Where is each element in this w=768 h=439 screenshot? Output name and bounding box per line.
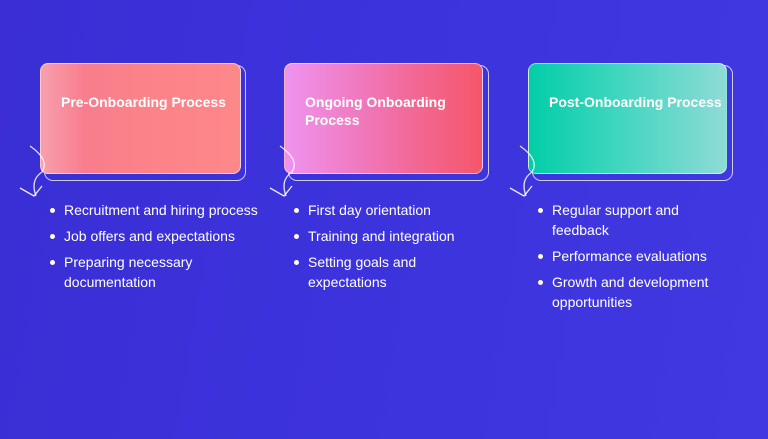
card-ongoing-onboarding: Ongoing Onboarding Process: [284, 63, 483, 174]
list-item: Regular support and feedback: [536, 200, 702, 240]
card-pre-onboarding: Pre-Onboarding Process: [40, 63, 241, 174]
card-post-onboarding: Post-Onboarding Process: [528, 63, 727, 174]
card-title: Post-Onboarding Process: [549, 94, 722, 110]
curved-arrow-icon: [19, 145, 45, 197]
card-title: Pre-Onboarding Process: [61, 94, 226, 110]
list-item: Performance evaluations: [536, 246, 736, 266]
list-item: First day orientation: [292, 200, 492, 220]
post-onboarding-list: Regular support and feedback Performance…: [536, 200, 736, 318]
list-item: Job offers and expectations: [48, 226, 268, 246]
list-item: Preparing necessary documentation: [48, 252, 224, 292]
list-item: Recruitment and hiring process: [48, 200, 268, 220]
card-title: Ongoing Onboarding Process: [305, 94, 446, 128]
curved-arrow-icon: [269, 145, 295, 197]
ongoing-onboarding-list: First day orientation Training and integ…: [292, 200, 492, 298]
list-item: Setting goals and expectations: [292, 252, 438, 292]
list-item: Growth and development opportunities: [536, 272, 732, 312]
pre-onboarding-list: Recruitment and hiring process Job offer…: [48, 200, 268, 298]
curved-arrow-icon: [509, 145, 535, 197]
list-item: Training and integration: [292, 226, 492, 246]
